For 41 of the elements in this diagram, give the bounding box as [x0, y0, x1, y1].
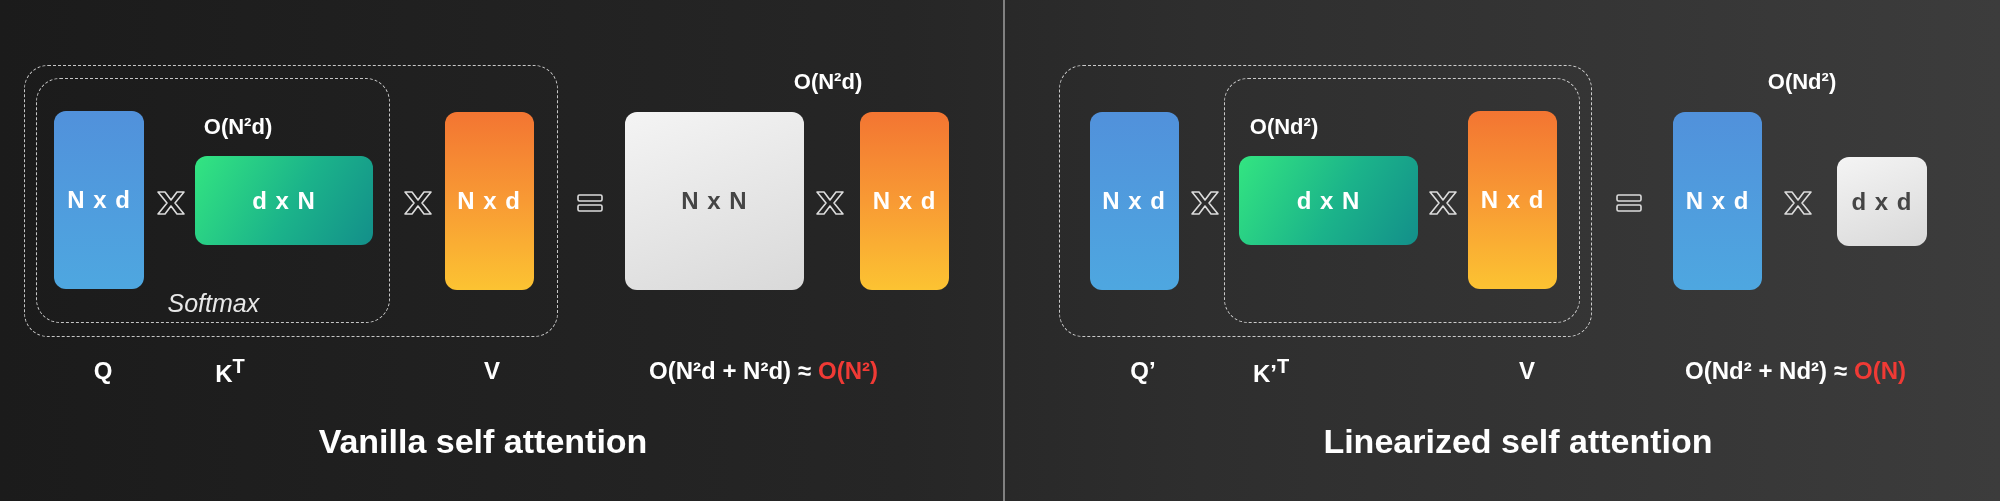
matrix-name: Q	[93, 357, 113, 385]
matrix-dimension: N x d	[67, 186, 131, 214]
matrix-block	[1837, 157, 1927, 246]
complexity-label: O(N²d)	[793, 69, 863, 95]
dashed-group-frame	[1059, 65, 1592, 337]
panel-title: Linearized self attention	[1323, 421, 1713, 461]
matrix-block	[444, 111, 534, 290]
matrix-dimension: N x d	[1480, 186, 1545, 214]
matrix-name: V	[484, 357, 500, 385]
panel-title: Vanilla self attention	[318, 421, 648, 461]
matrix-dimension: N x N	[681, 187, 748, 215]
matrix-dimension: N x d	[457, 186, 521, 215]
complexity-result: O(N²)	[818, 357, 878, 385]
complexity-formula: O(Nd² + Nd²) ≈	[1685, 357, 1847, 385]
matrix-block	[195, 156, 373, 245]
matrix-block	[1468, 111, 1557, 289]
matrix-name: Q’	[1130, 357, 1156, 385]
complexity-formula: O(N²d + N²d) ≈	[649, 357, 811, 385]
matrix-name: K’$^{T}$	[1252, 354, 1290, 388]
matrix-name: K$^{T}$	[215, 354, 245, 388]
matrix-block	[860, 112, 949, 290]
matrix-dimension: d x N	[252, 186, 316, 215]
operation-label: Softmax	[167, 288, 260, 318]
matrix-block	[1089, 111, 1179, 290]
complexity-label: O(Nd²)	[1767, 69, 1837, 95]
matrix-block	[625, 112, 804, 290]
matrix-name: V	[1519, 357, 1535, 385]
matrix-block	[1673, 112, 1762, 290]
complexity-result: O(N)	[1854, 357, 1906, 385]
matrix-block	[1239, 156, 1418, 245]
dashed-group-frame	[1223, 77, 1580, 323]
matrix-block	[54, 111, 144, 289]
matrix-dimension: N x d	[1102, 186, 1166, 215]
complexity-label: O(Nd²)	[1249, 114, 1319, 140]
dashed-group-frame	[24, 65, 558, 337]
matrix-dimension: N x d	[872, 187, 937, 215]
matrix-dimension: d x N	[1296, 186, 1361, 215]
dashed-group-frame	[35, 77, 390, 323]
complexity-label: O(N²d)	[203, 114, 273, 140]
matrix-dimension: d x d	[1851, 187, 1913, 216]
matrix-dimension: N x d	[1685, 187, 1750, 215]
